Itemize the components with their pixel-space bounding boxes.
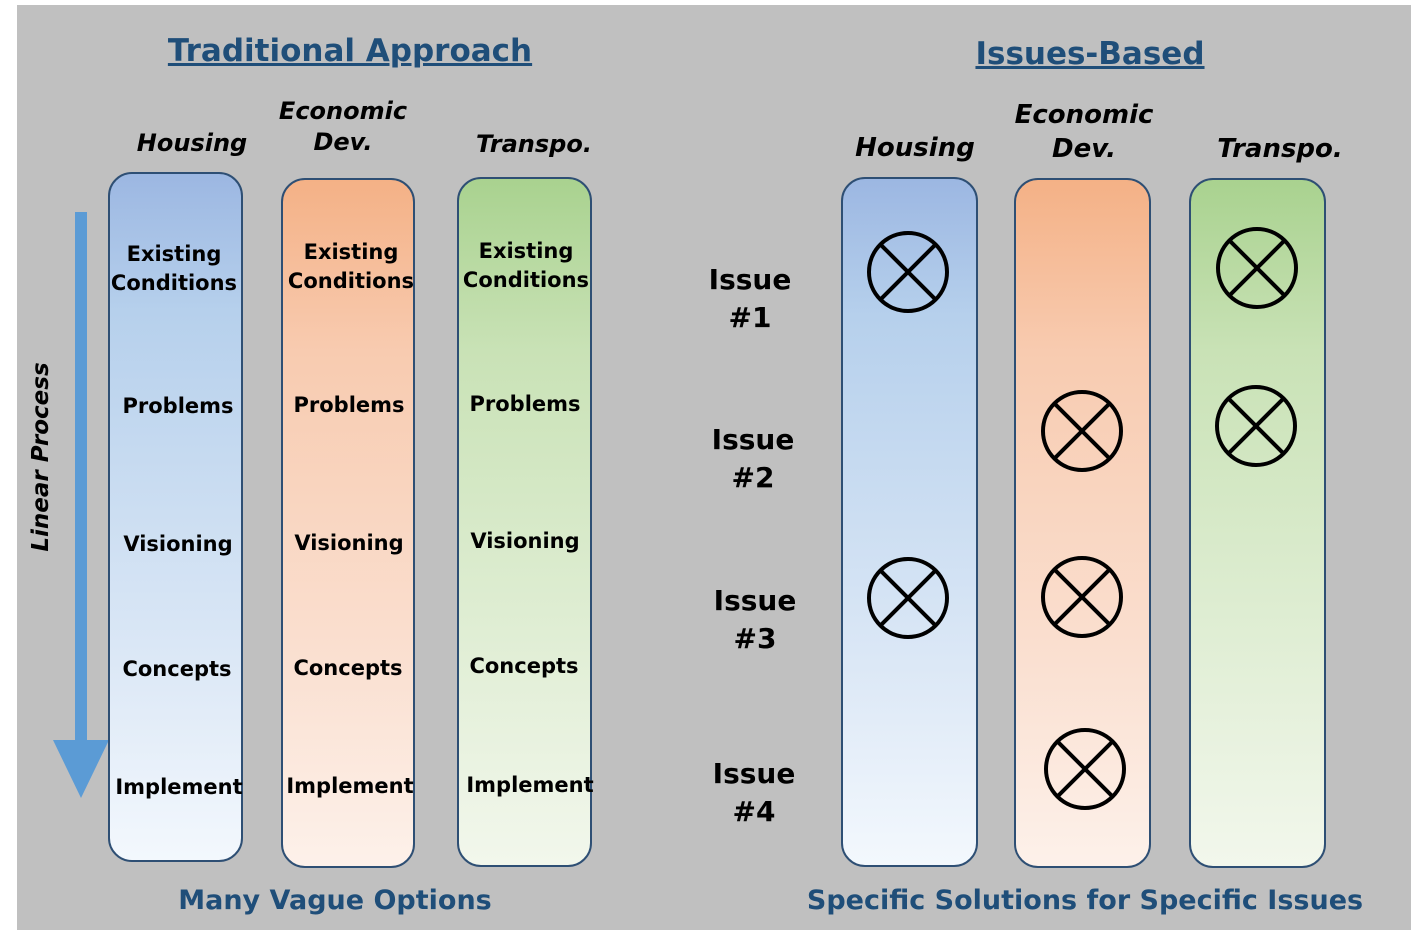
step-problems: Problems xyxy=(122,394,234,418)
step-implement: Implement xyxy=(466,773,594,797)
circled-x-icon xyxy=(865,229,951,315)
issue-1-label: Issue #1 xyxy=(708,263,792,334)
trad-column-housing xyxy=(108,172,243,862)
step-visioning: Visioning xyxy=(123,532,233,556)
step-existing-line1: Existing xyxy=(478,239,574,263)
trad-cat-housing: Housing xyxy=(136,129,248,157)
step-problems: Problems xyxy=(293,393,405,417)
issues-based-title: Issues-Based xyxy=(975,36,1205,72)
issues-based-footer: Specific Solutions for Specific Issues xyxy=(806,885,1364,916)
circled-x-icon xyxy=(865,555,951,641)
ib-column-housing xyxy=(841,177,978,867)
step-visioning: Visioning xyxy=(294,531,404,555)
ib-cat-econ-line1: Economic xyxy=(1014,100,1154,130)
traditional-footer: Many Vague Options xyxy=(178,885,492,916)
step-visioning: Visioning xyxy=(470,529,580,553)
step-existing-line2: Conditions xyxy=(462,268,590,292)
ib-cat-econ-line2: Dev. xyxy=(1052,134,1116,164)
linear-process-label: Linear Process xyxy=(28,362,54,552)
ib-column-econ xyxy=(1014,178,1151,868)
circled-x-icon xyxy=(1042,726,1128,812)
step-problems: Problems xyxy=(469,392,581,416)
trad-column-transpo xyxy=(457,177,592,867)
arrow-down-icon xyxy=(52,212,112,802)
step-existing-line2: Conditions xyxy=(110,271,238,295)
circled-x-icon xyxy=(1213,383,1299,469)
step-concepts: Concepts xyxy=(293,656,403,680)
ib-cat-transpo: Transpo. xyxy=(1217,134,1343,164)
step-concepts: Concepts xyxy=(469,654,579,678)
ib-column-transpo xyxy=(1189,178,1326,868)
step-concepts: Concepts xyxy=(122,657,232,681)
trad-cat-econ-line1: Economic xyxy=(278,97,408,125)
trad-cat-transpo: Transpo. xyxy=(476,130,592,158)
step-existing-line2: Conditions xyxy=(287,269,415,293)
step-existing-line1: Existing xyxy=(303,240,399,264)
circled-x-icon xyxy=(1039,388,1125,474)
step-existing-line1: Existing xyxy=(126,242,222,266)
issue-2-label: Issue #2 xyxy=(711,423,795,494)
circled-x-icon xyxy=(1039,554,1125,640)
ib-cat-housing: Housing xyxy=(855,133,975,163)
step-implement: Implement xyxy=(115,775,243,799)
step-implement: Implement xyxy=(286,774,414,798)
issue-3-label: Issue #3 xyxy=(713,584,797,655)
trad-cat-econ-line2: Dev. xyxy=(313,128,373,156)
circled-x-icon xyxy=(1214,225,1300,311)
diagram-canvas xyxy=(17,5,1411,930)
issue-4-label: Issue #4 xyxy=(712,757,796,828)
trad-column-econ xyxy=(281,178,415,868)
traditional-title: Traditional Approach xyxy=(167,33,533,69)
